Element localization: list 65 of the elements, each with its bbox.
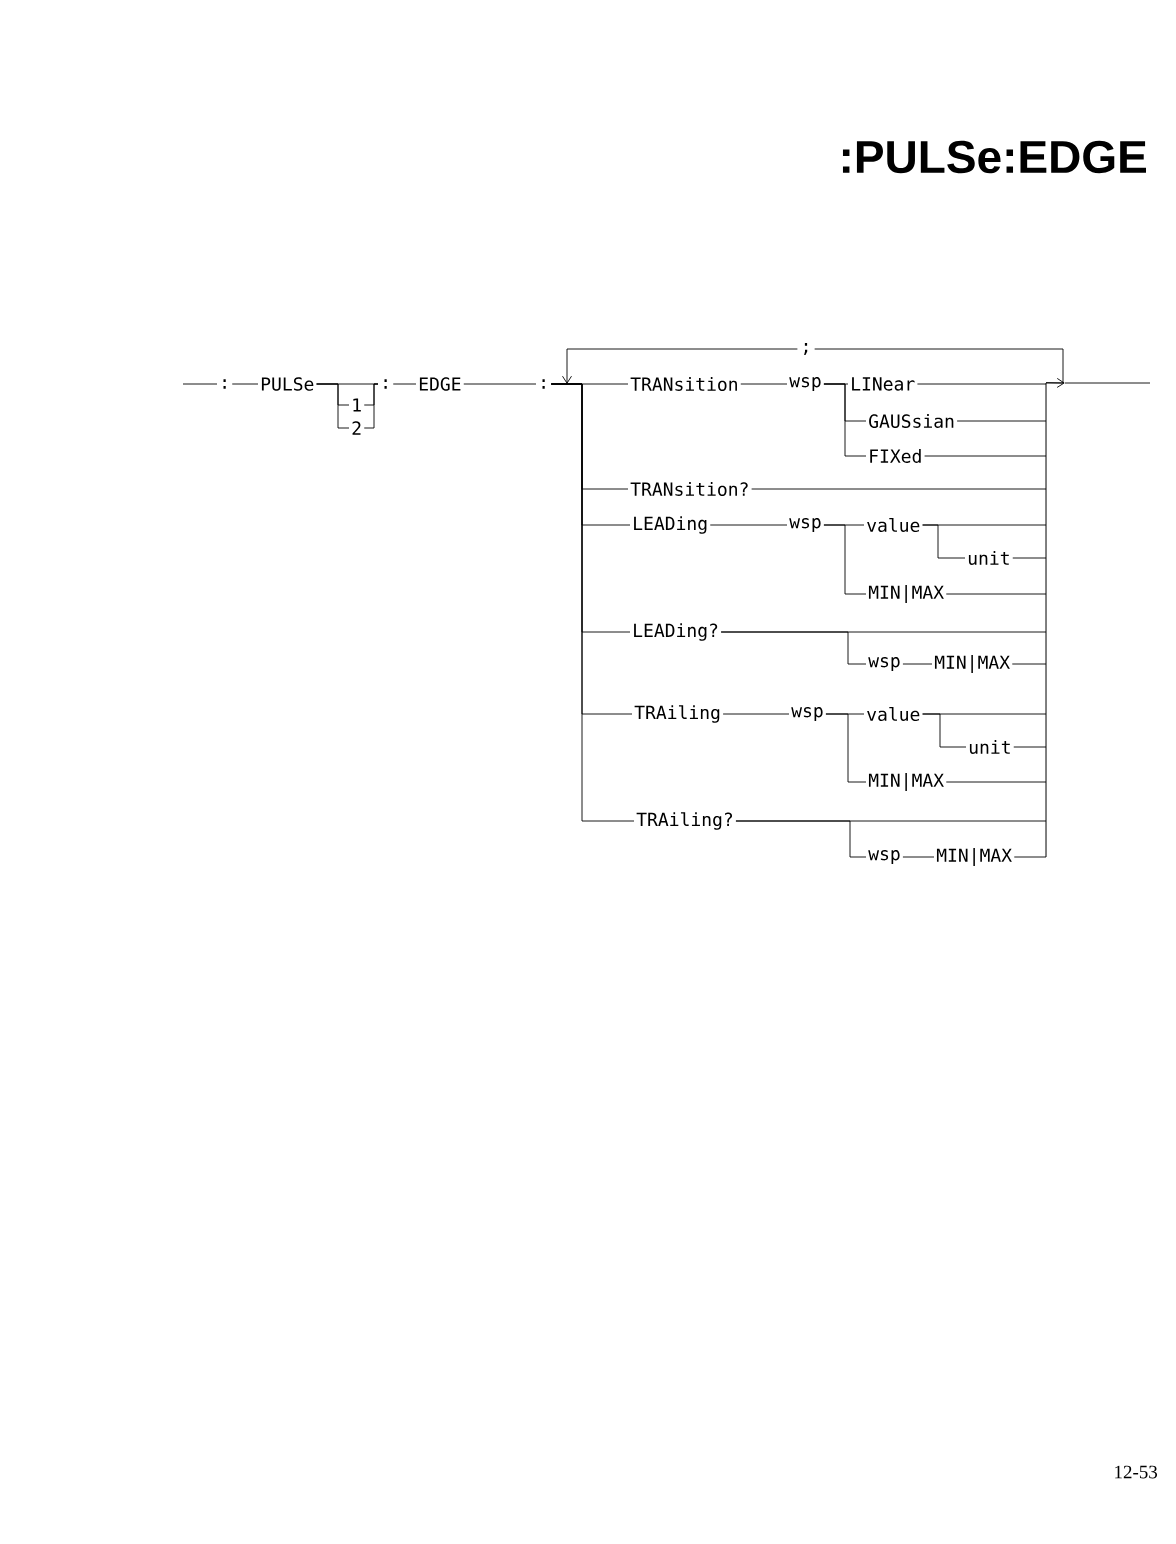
syntax-token: 2 [352, 421, 361, 435]
page-number: 12-53 [1115, 1465, 1158, 1479]
track-line [945, 781, 1047, 783]
track-line [231, 383, 259, 385]
syntax-token: value [867, 707, 920, 721]
syntax-token: LEADing? [634, 623, 718, 641]
track-line [316, 383, 350, 429]
syntax-token: wsp [789, 518, 821, 532]
track-line [922, 713, 1047, 715]
syntax-token: unit [968, 551, 1009, 565]
syntax-token: TRANsition? [630, 482, 748, 496]
syntax-token: TRAiling [634, 705, 720, 723]
syntax-token: MIN|MAX [868, 773, 944, 791]
syntax-token: : [223, 379, 226, 389]
track-line [720, 631, 867, 665]
track-line [550, 383, 635, 822]
syntax-token: MIN|MAX [934, 655, 1010, 673]
syntax-token: TRANsition [630, 377, 737, 391]
syntax-token: wsp [791, 707, 823, 721]
track-line [1012, 557, 1047, 559]
track-line [1013, 856, 1047, 858]
track-line [956, 420, 1047, 422]
track-line [814, 348, 1064, 384]
syntax-token: wsp [789, 377, 821, 391]
syntax-token: LINear [852, 377, 915, 391]
track-line [182, 383, 218, 385]
syntax-token: value [867, 518, 920, 532]
syntax-token: GAUSsian [869, 414, 954, 428]
syntax-token: unit [969, 740, 1010, 754]
syntax-token: wsp [868, 850, 900, 864]
track-line [825, 713, 867, 783]
arrow [1045, 377, 1065, 388]
syntax-token: wsp [868, 657, 900, 671]
syntax-token: ; [804, 343, 808, 355]
track-line [392, 383, 417, 385]
track-line [722, 713, 790, 715]
arrow [562, 348, 798, 384]
track-line [902, 663, 933, 665]
page-title: :PULSe:EDGE [842, 140, 1146, 174]
syntax-token: MIN|MAX [868, 585, 944, 603]
track-line [924, 455, 1047, 457]
track-line [902, 856, 935, 858]
track-line [1011, 663, 1047, 665]
track-line [751, 488, 1047, 490]
track-line [463, 383, 537, 385]
syntax-token: : [384, 379, 387, 389]
syntax-token: FIXed [870, 449, 921, 463]
syntax-token: : [542, 379, 545, 389]
track-line [709, 524, 788, 526]
track-line [823, 383, 867, 457]
track-line [945, 593, 1047, 595]
rail-line [1045, 383, 1047, 857]
track-line [735, 820, 867, 858]
track-line [363, 383, 379, 429]
track-line [916, 383, 1047, 385]
syntax-token: 1 [353, 398, 361, 412]
syntax-token: EDGE [419, 377, 461, 391]
track-line [823, 524, 867, 595]
track-line [922, 524, 1047, 526]
track-line [1013, 746, 1047, 748]
syntax-token: MIN|MAX [936, 848, 1012, 866]
syntax-token: PULSe [261, 377, 314, 391]
syntax-token: LEADing [634, 516, 707, 534]
track-line [740, 383, 788, 385]
syntax-token: TRAiling? [636, 812, 733, 830]
